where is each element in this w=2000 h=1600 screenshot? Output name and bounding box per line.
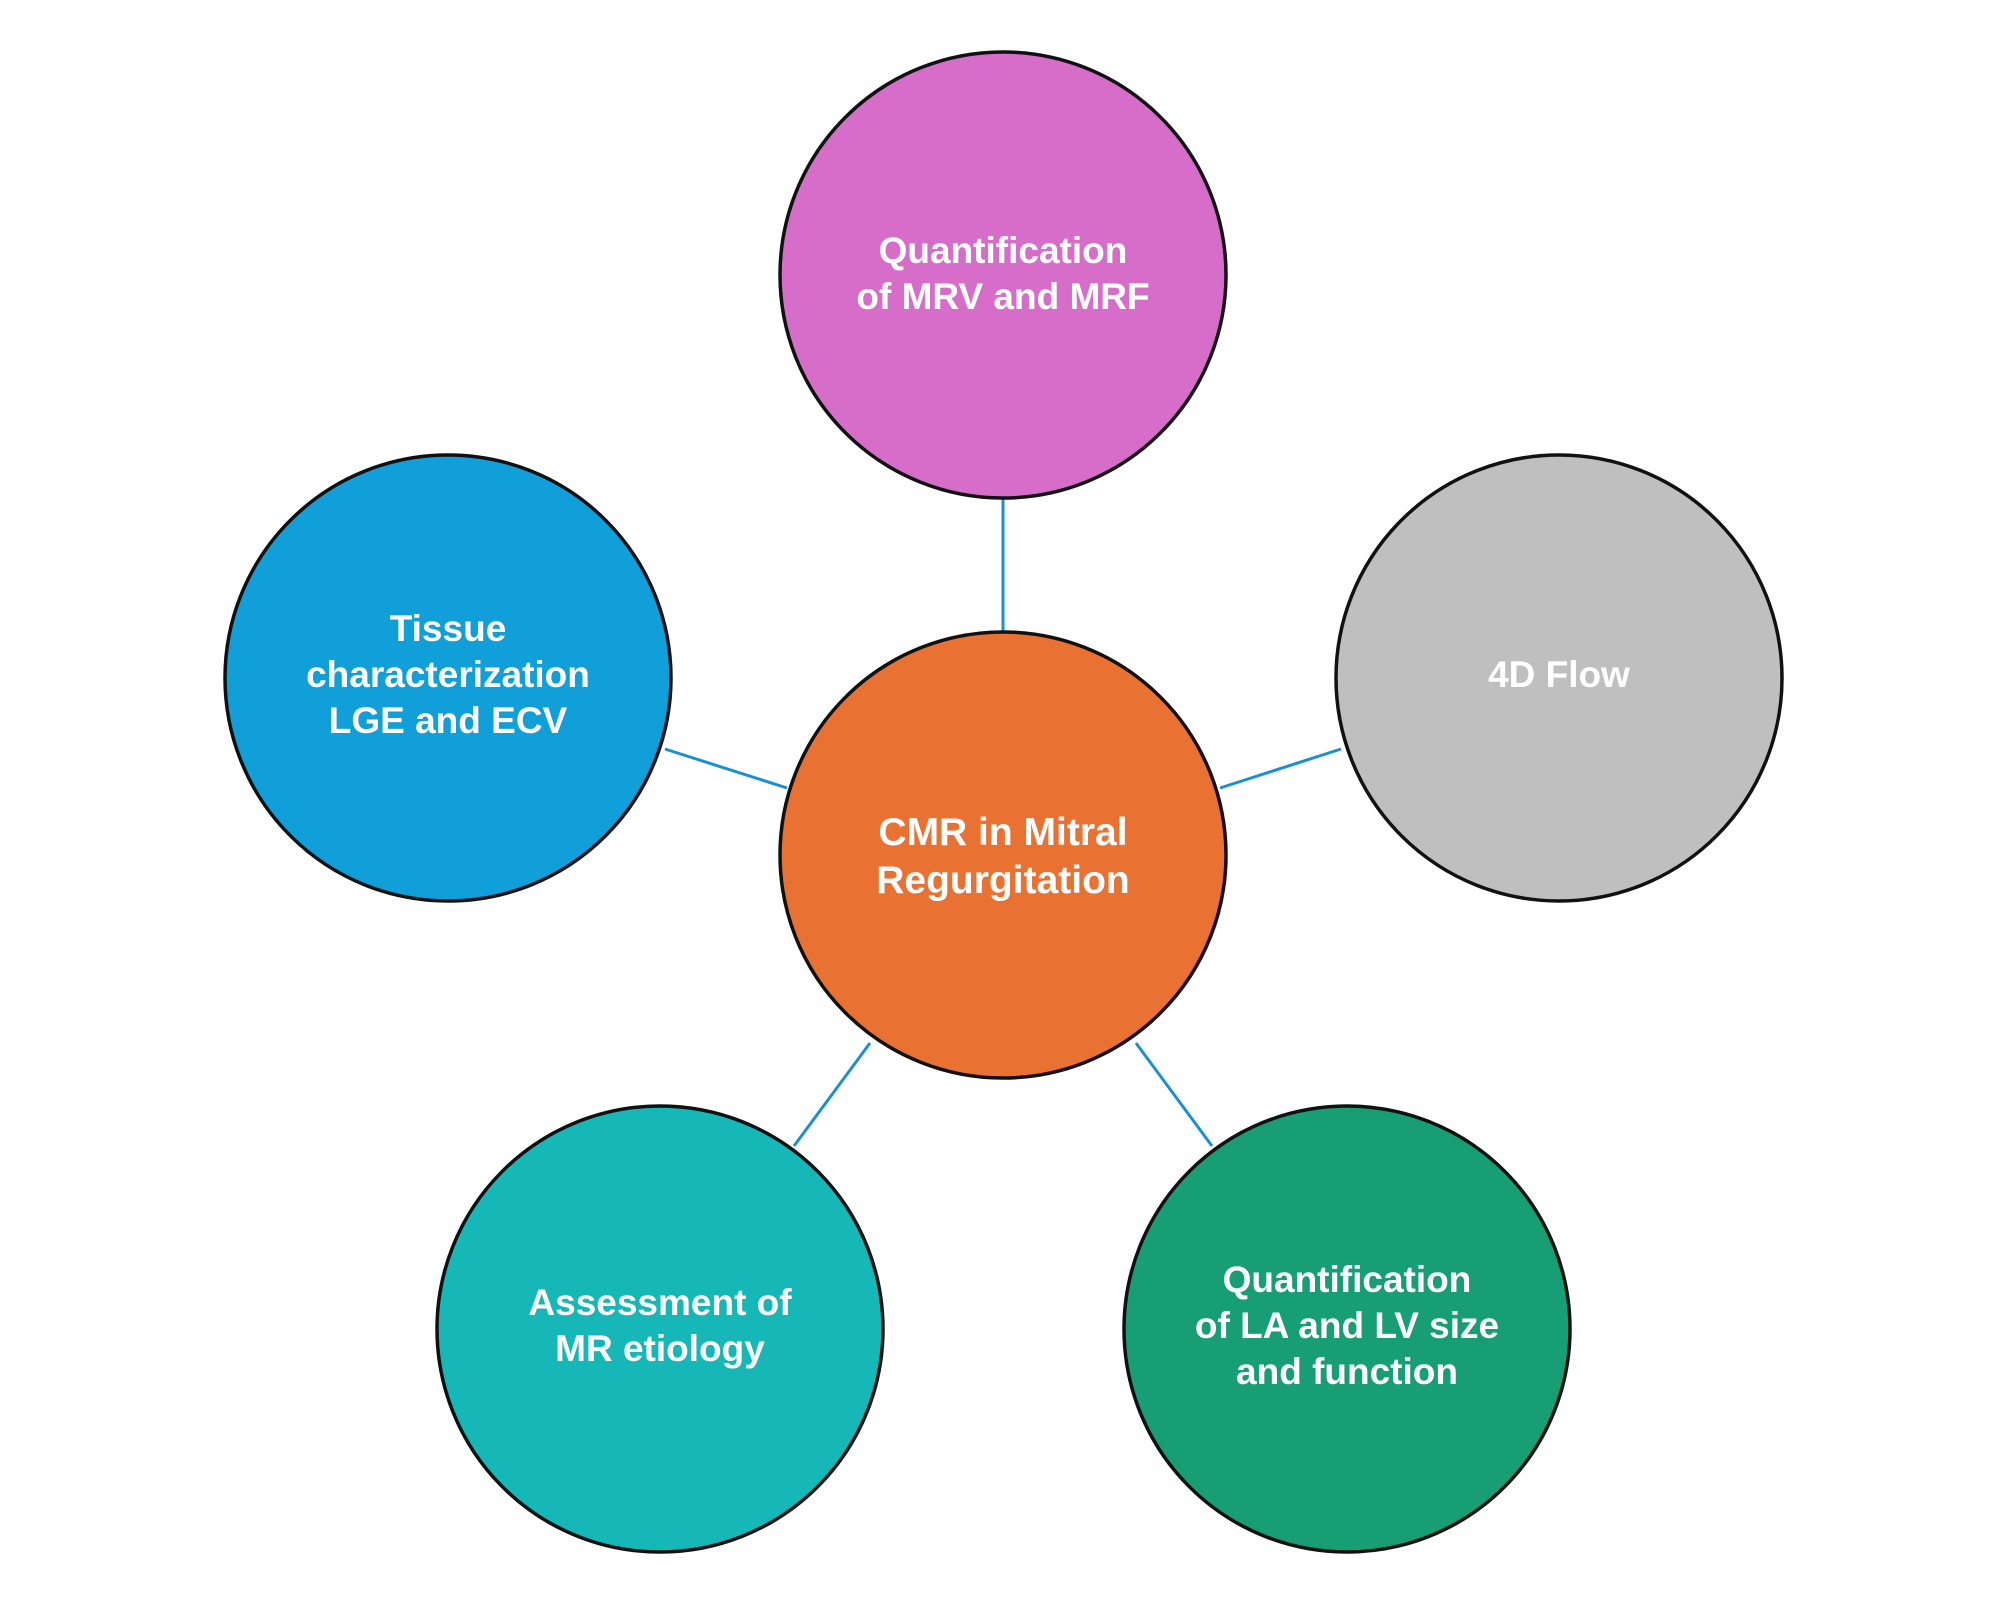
connector-right [1219,747,1342,790]
node-right: 4D Flow [1334,453,1784,903]
connector-left [664,747,788,790]
connector-bottom-left [792,1042,872,1147]
connectors [664,499,1342,1147]
node-right-label: 4D Flow [1488,654,1630,695]
connector-bottom-right [1134,1042,1214,1147]
